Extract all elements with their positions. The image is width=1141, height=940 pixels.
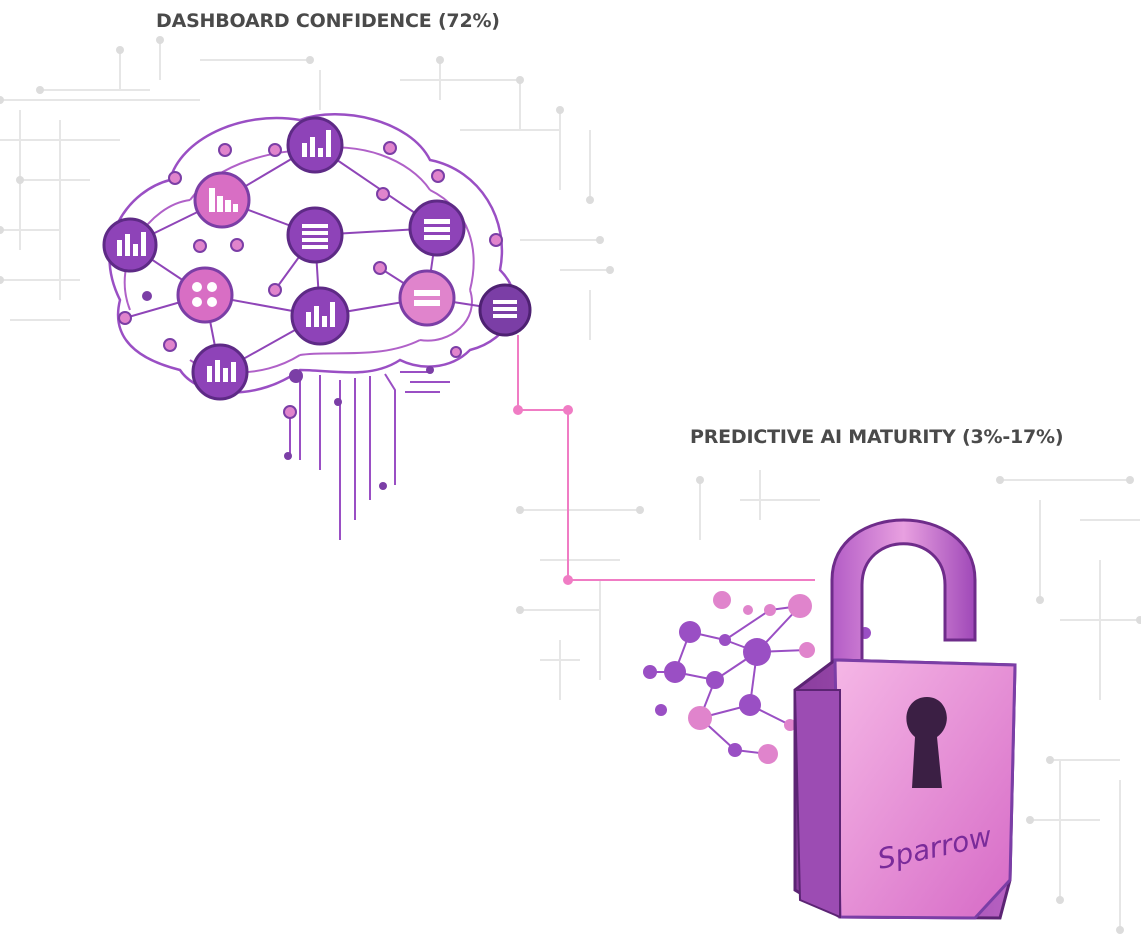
circuit-background-right (516, 470, 1141, 934)
brain-node-list-pink (398, 269, 456, 327)
brain-node-bar-chart-center (290, 286, 350, 346)
connector-nodes (513, 405, 573, 585)
padlock-illustration: Sparrow (793, 518, 1017, 920)
brain-node-list-right (408, 199, 466, 257)
circuit-background-left (0, 36, 614, 340)
molecule-network (643, 591, 871, 764)
brain-node-list-far-right (478, 283, 532, 337)
brain-node-bar-chart-left (102, 217, 158, 273)
brain-node-bar-chart-upper-left (193, 171, 251, 229)
brain-node-table-center (286, 206, 344, 264)
connector-line (517, 335, 815, 581)
predictive-ai-maturity-label: PREDICTIVE AI MATURITY (3%-17%) (690, 426, 1064, 448)
brain-node-bar-chart-top (286, 116, 344, 174)
brain-node-bar-chart-bottom (191, 343, 249, 401)
brain-node-puzzle (176, 266, 234, 324)
dashboard-confidence-label: DASHBOARD CONFIDENCE (72%) (156, 10, 500, 32)
brain-network-illustration (102, 113, 532, 540)
